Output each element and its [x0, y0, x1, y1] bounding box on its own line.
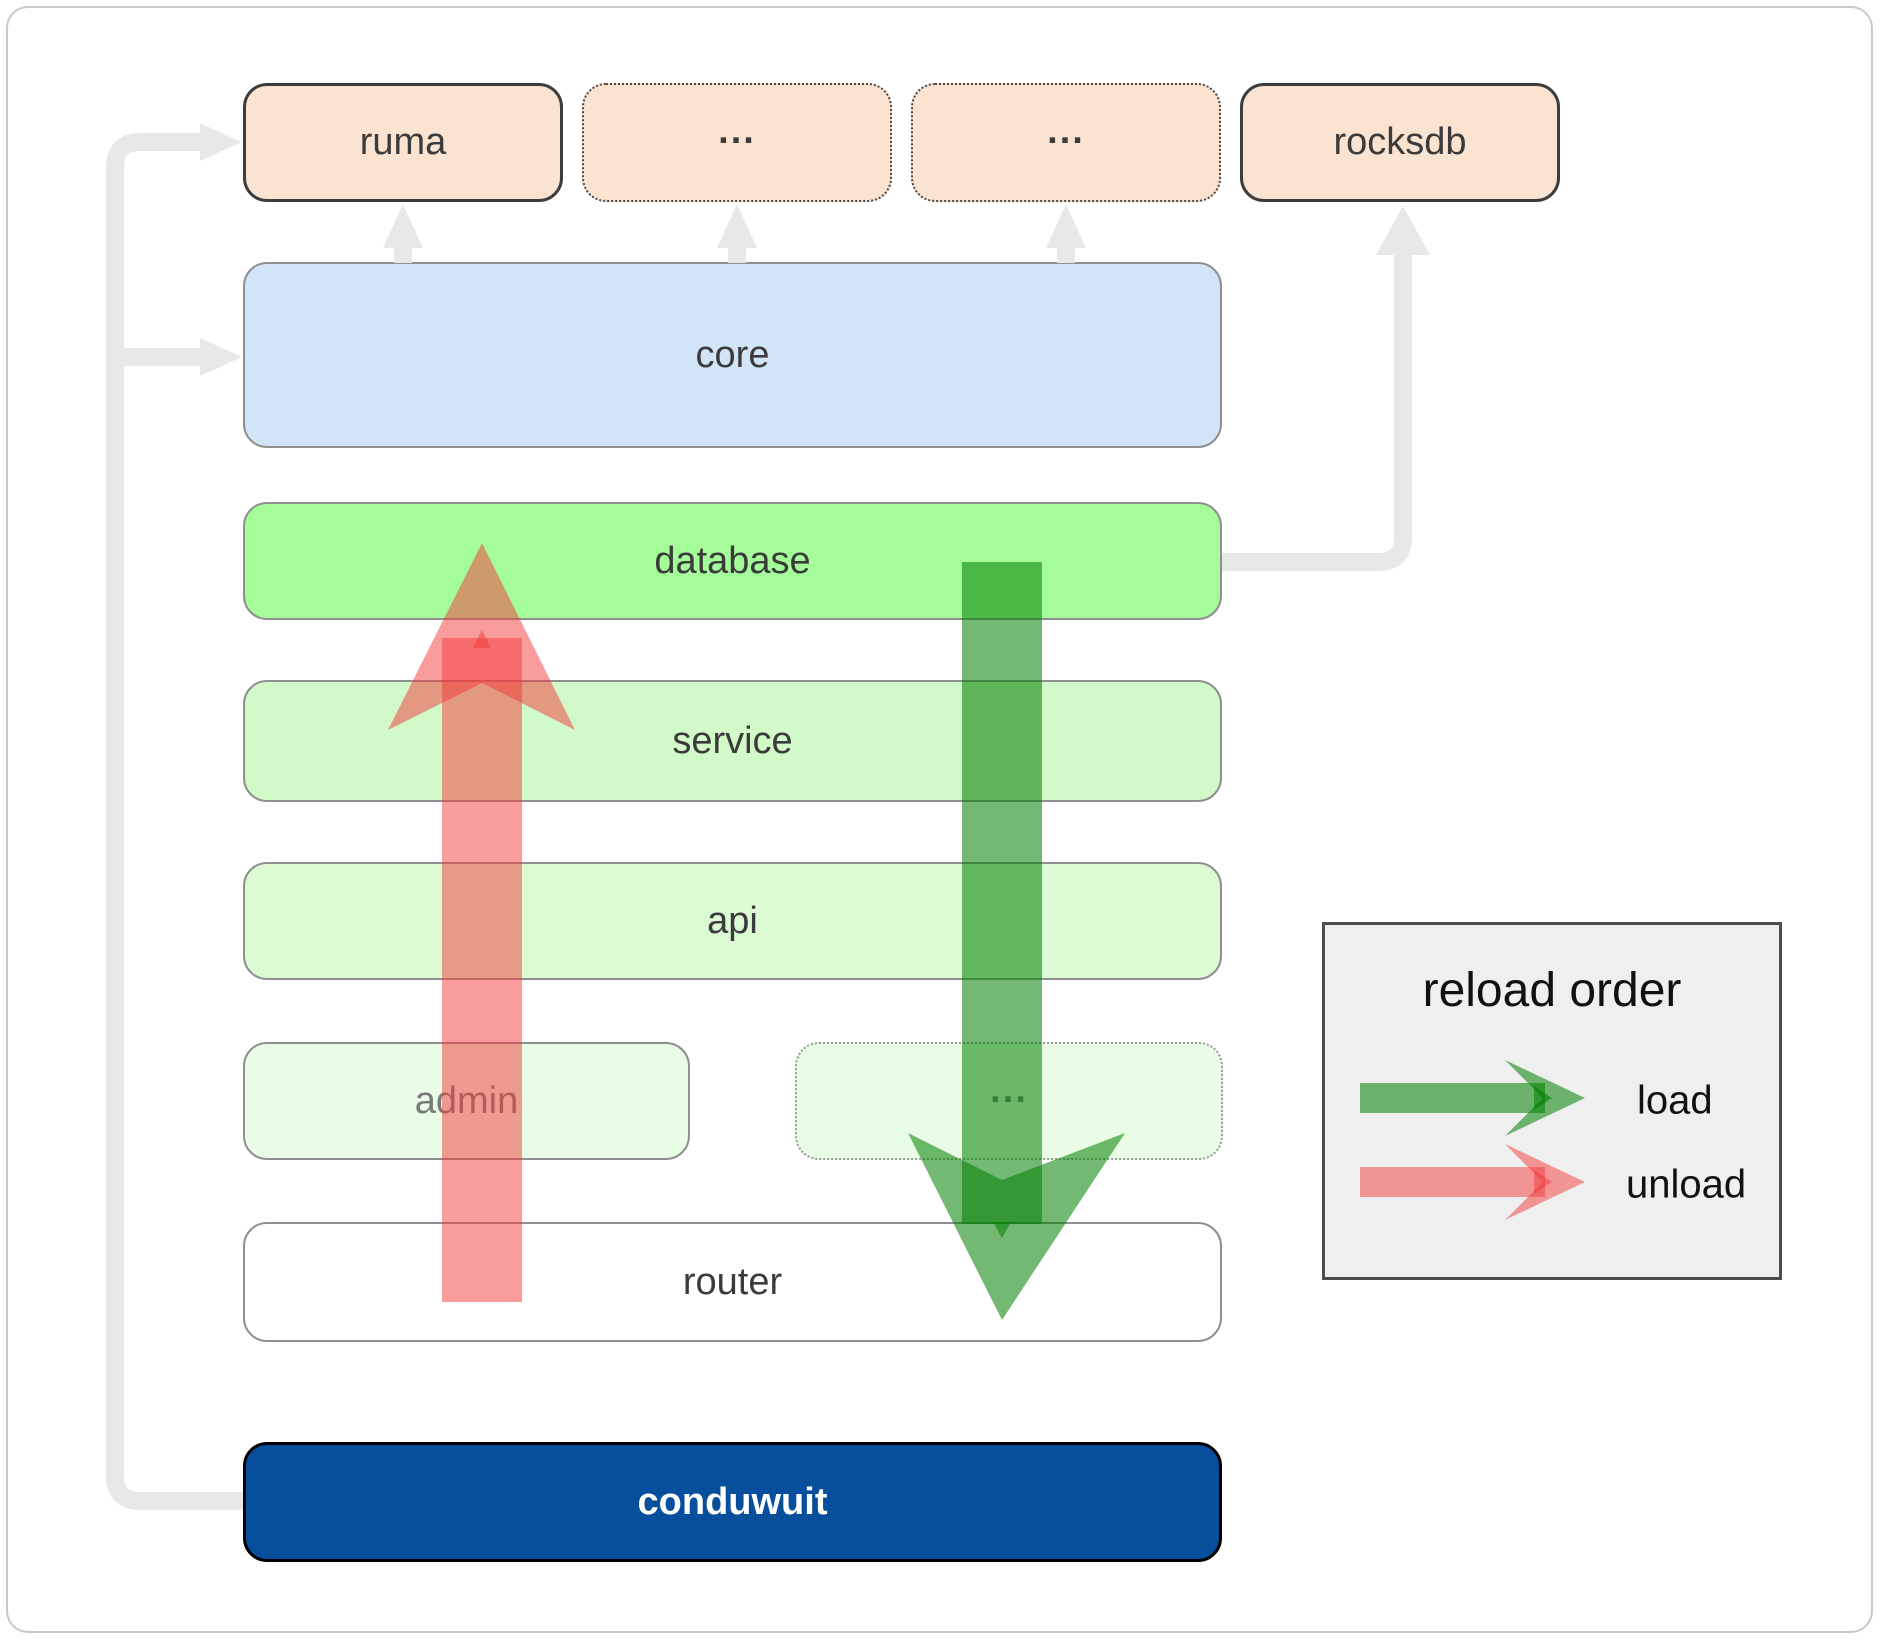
node-ruma-label: ruma — [359, 121, 447, 163]
diagram-frame — [6, 6, 1873, 1633]
legend-load-label: load — [1637, 1078, 1713, 1123]
legend-reload-order: reload order load unload — [1322, 922, 1782, 1280]
node-rocksdb-label: rocksdb — [1333, 121, 1467, 163]
node-database-label: database — [654, 539, 811, 582]
legend-title: reload order — [1422, 964, 1682, 1017]
node-api: api — [243, 862, 1222, 980]
node-conduwuit-label: conduwuit — [637, 1480, 828, 1523]
node-conduwuit: conduwuit — [243, 1442, 1222, 1562]
node-ellipsis-top-2: ... — [911, 83, 1221, 202]
node-core-label: core — [695, 333, 770, 376]
node-ellipsis-top-2-label: ... — [1047, 110, 1085, 152]
node-rocksdb: rocksdb — [1240, 83, 1560, 202]
node-admin-label: admin — [414, 1079, 519, 1122]
node-ellipsis-admin-row-label: ... — [990, 1068, 1028, 1111]
node-ellipsis-admin-row: ... — [795, 1042, 1223, 1160]
node-router-label: router — [682, 1260, 783, 1303]
node-service: service — [243, 680, 1222, 802]
node-admin: admin — [243, 1042, 690, 1160]
node-core: core — [243, 262, 1222, 448]
node-api-label: api — [707, 899, 758, 942]
node-database: database — [243, 502, 1222, 620]
legend-unload-label: unload — [1626, 1162, 1747, 1207]
node-router: router — [243, 1222, 1222, 1342]
node-service-label: service — [672, 719, 793, 762]
node-ruma: ruma — [243, 83, 563, 202]
node-ellipsis-top-1: ... — [582, 83, 892, 202]
node-ellipsis-top-1-label: ... — [718, 110, 756, 152]
